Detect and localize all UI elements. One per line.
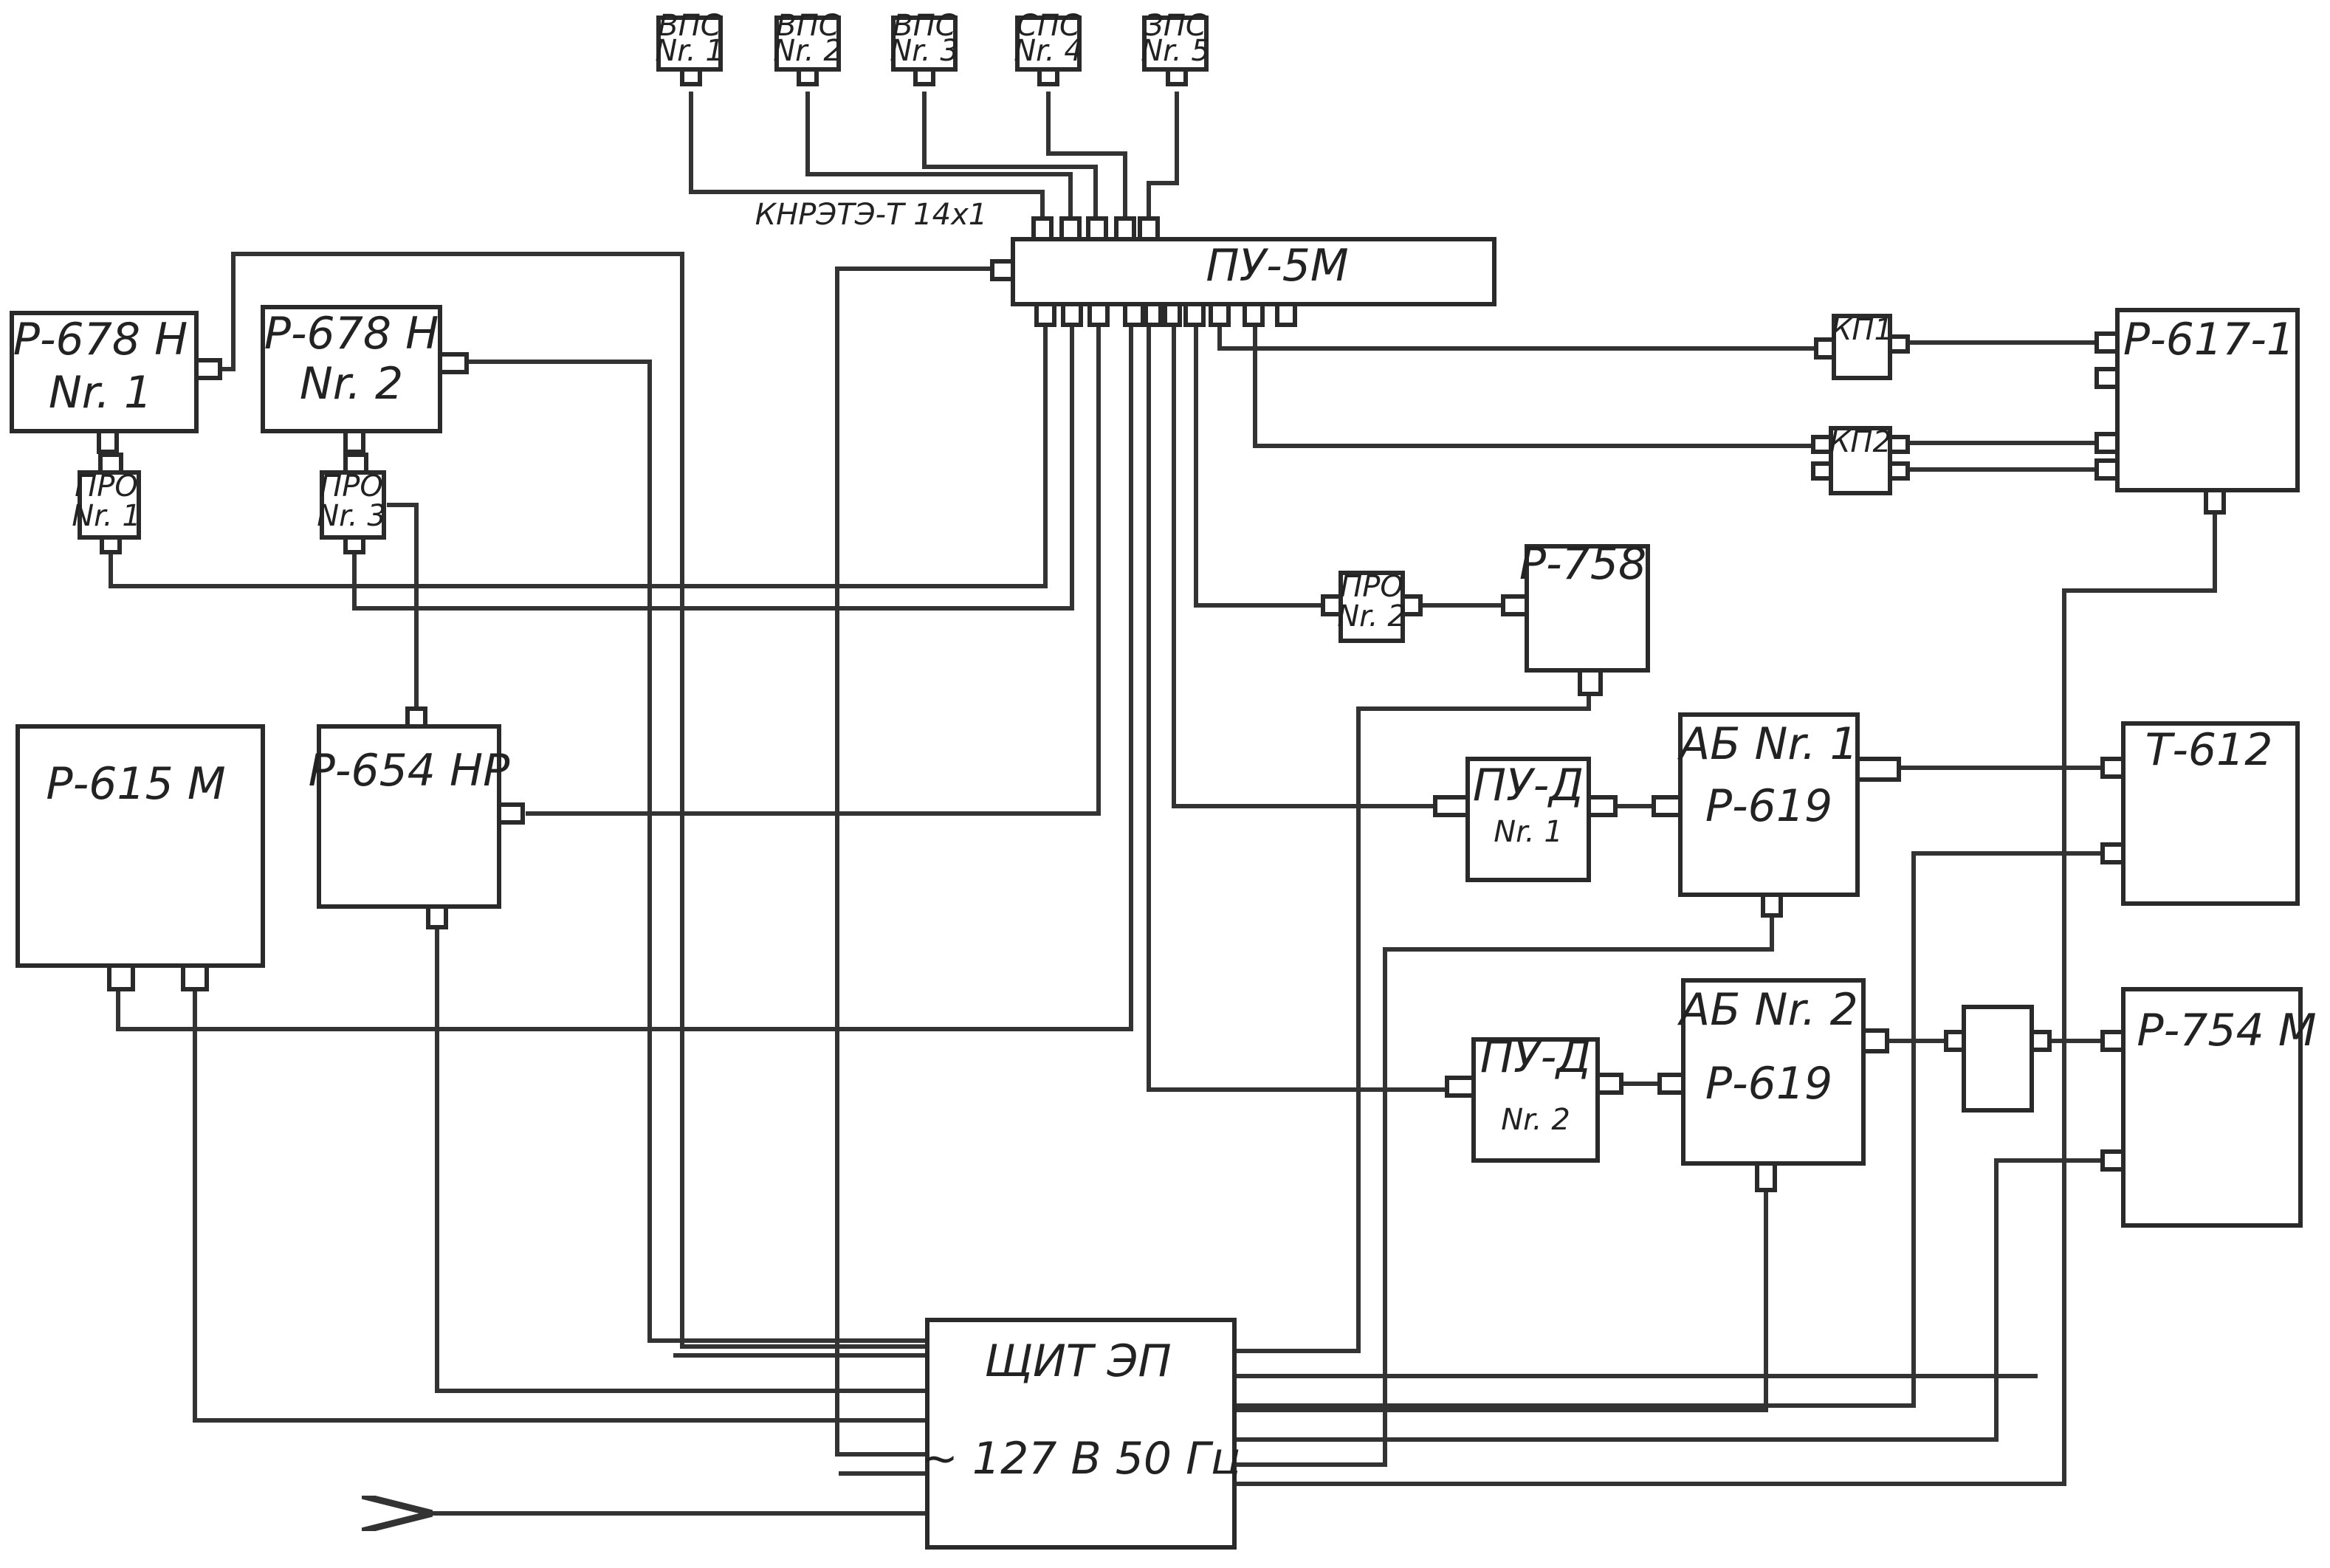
kp2-label: КП2 bbox=[1829, 425, 1891, 459]
t612-label: Т-612 bbox=[2145, 724, 2273, 776]
wire-vps2 bbox=[805, 92, 1073, 219]
top-panel-3: ВПС Nr. 3 bbox=[890, 9, 959, 86]
wiring bbox=[109, 92, 2217, 1513]
wire-r617-panel bbox=[1234, 512, 2217, 1486]
wire-r654-pu bbox=[526, 326, 1101, 816]
top-panel-1: ВПС Nr. 1 bbox=[655, 9, 724, 86]
r654np-unit: Р-654 НР bbox=[309, 706, 525, 929]
top-panel-3-nr: Nr. 3 bbox=[890, 34, 959, 68]
top-panel-1-nr: Nr. 1 bbox=[655, 34, 724, 68]
top-panel-2: ВПС Nr. 2 bbox=[773, 9, 842, 86]
top-panel-3-name: ВПС bbox=[893, 9, 956, 43]
r754m-label: Р-754 М bbox=[2137, 1005, 2316, 1056]
r6171-unit: Р-617-1 bbox=[2094, 308, 2300, 515]
wire-pu-r758 bbox=[1194, 326, 1326, 608]
wire-r754-panel bbox=[1234, 1158, 2103, 1442]
pro-unit-3: ПРО Nr. 3 bbox=[317, 453, 386, 554]
wire-pu-bundle-b bbox=[1172, 326, 1435, 808]
wire-sps4 bbox=[1046, 92, 1127, 219]
wire-r615-panel bbox=[193, 989, 927, 1423]
top-panel-4-name: СПС bbox=[1017, 9, 1080, 43]
coupler-box bbox=[1944, 1005, 2052, 1113]
pro-2-name: ПРО bbox=[1340, 570, 1403, 604]
wire-pu5m-left bbox=[835, 267, 992, 1457]
ab-1-name: АБ Nr. 1 bbox=[1677, 718, 1858, 770]
r678-2-name: Р-678 Н bbox=[264, 308, 439, 360]
pro-3-nr: Nr. 3 bbox=[317, 499, 386, 533]
r754m-unit: Р-754 М bbox=[2100, 987, 2317, 1228]
pro-unit-2: ПРО Nr. 2 bbox=[1321, 570, 1423, 643]
wire-pu-kp2 bbox=[1253, 326, 1816, 448]
panel-power: ~ 127 В 50 Гц bbox=[921, 1433, 1241, 1485]
pud-unit-2: ПУ-Д Nr. 2 bbox=[1445, 1031, 1623, 1163]
top-panel-5-nr: Nr. 5 bbox=[1141, 34, 1210, 68]
r678-1-name: Р-678 Н bbox=[13, 314, 188, 365]
pud-1-name: ПУ-Д bbox=[1473, 760, 1584, 811]
cable-label: КНРЭТЭ-Т 14x1 bbox=[755, 198, 988, 232]
wire-r654-panel bbox=[435, 927, 927, 1393]
ab-2-name: АБ Nr. 2 bbox=[1677, 984, 1858, 1036]
kp2-unit: КП2 bbox=[1811, 425, 1910, 495]
pud-2-nr: Nr. 2 bbox=[1501, 1103, 1570, 1137]
wire-pu-kp1 bbox=[1217, 326, 1819, 351]
ab-unit-2: АБ Nr. 2 Р-619 bbox=[1657, 978, 1889, 1192]
pu5m-label: ПУ-5М bbox=[1206, 240, 1348, 292]
pu5m-unit: ПУ-5М bbox=[990, 216, 1496, 327]
top-panel-1-name: ВПС bbox=[658, 9, 721, 43]
wire-t612-panel bbox=[1234, 851, 2103, 1408]
wire-vps1 bbox=[689, 92, 1045, 219]
wire-r678-2-out bbox=[467, 360, 927, 1343]
r758-label: Р-758 bbox=[1519, 538, 1646, 590]
ab-1-model: Р-619 bbox=[1705, 780, 1832, 832]
wire-ab1-panel bbox=[1234, 915, 1774, 1467]
r678-2-nr: Nr. 2 bbox=[300, 358, 403, 410]
r678-unit-1: Р-678 Н Nr. 1 bbox=[10, 311, 222, 454]
top-panel-5: ЗПС Nr. 5 bbox=[1141, 9, 1210, 86]
wire-r615-pu bbox=[116, 326, 1133, 1031]
pro-2-nr: Nr. 2 bbox=[1337, 599, 1406, 633]
r678-unit-2: Р-678 Н Nr. 2 bbox=[261, 305, 469, 454]
r678-1-nr: Nr. 1 bbox=[49, 367, 152, 419]
t612-unit: Т-612 bbox=[2100, 721, 2300, 906]
power-panel: ЩИТ ЭП ~ 127 В 50 Гц bbox=[921, 1318, 1241, 1550]
r615m-label: Р-615 М bbox=[46, 758, 225, 810]
wire-pro3-pu bbox=[352, 326, 1074, 611]
wire-vps3 bbox=[922, 92, 1098, 219]
pud-1-nr: Nr. 1 bbox=[1494, 815, 1563, 849]
wire-ab2-panel bbox=[1234, 1190, 1768, 1412]
wire-zps5 bbox=[1147, 92, 1179, 219]
r6171-label: Р-617-1 bbox=[2123, 314, 2295, 365]
pud-unit-1: ПУ-Д Nr. 1 bbox=[1433, 757, 1618, 882]
ab-2-model: Р-619 bbox=[1705, 1058, 1832, 1110]
pro-3-name: ПРО bbox=[320, 470, 383, 503]
kp1-unit: КП1 bbox=[1814, 313, 1910, 380]
top-panel-4: СПС Nr. 4 bbox=[1014, 9, 1083, 86]
wire-pro1-pu bbox=[109, 326, 1048, 588]
r758-unit: Р-758 bbox=[1501, 538, 1650, 696]
ab-unit-1: АБ Nr. 1 Р-619 bbox=[1652, 712, 1901, 918]
pro-unit-1: ПРО Nr. 1 bbox=[72, 453, 141, 554]
top-panel-4-nr: Nr. 4 bbox=[1014, 34, 1083, 68]
panel-name: ЩИТ ЭП bbox=[984, 1335, 1171, 1387]
top-panel-2-nr: Nr. 2 bbox=[773, 34, 842, 68]
wire-pu-bundle-a bbox=[1147, 326, 1447, 1092]
top-panel-2-name: ВПС bbox=[776, 9, 839, 43]
wire-r758-panel bbox=[1234, 694, 1591, 1353]
wire-r678-1-out bbox=[221, 252, 927, 1349]
pud-2-name: ПУ-Д bbox=[1480, 1031, 1591, 1083]
pro-1-nr: Nr. 1 bbox=[72, 499, 141, 533]
r615m-unit: Р-615 М bbox=[16, 724, 265, 991]
top-panel-5-name: ЗПС bbox=[1144, 9, 1206, 43]
wire-pro3-r654 bbox=[387, 503, 419, 709]
kp1-label: КП1 bbox=[1831, 313, 1893, 347]
r654np-label: Р-654 НР bbox=[309, 745, 511, 797]
pro-1-name: ПРО bbox=[75, 470, 138, 503]
